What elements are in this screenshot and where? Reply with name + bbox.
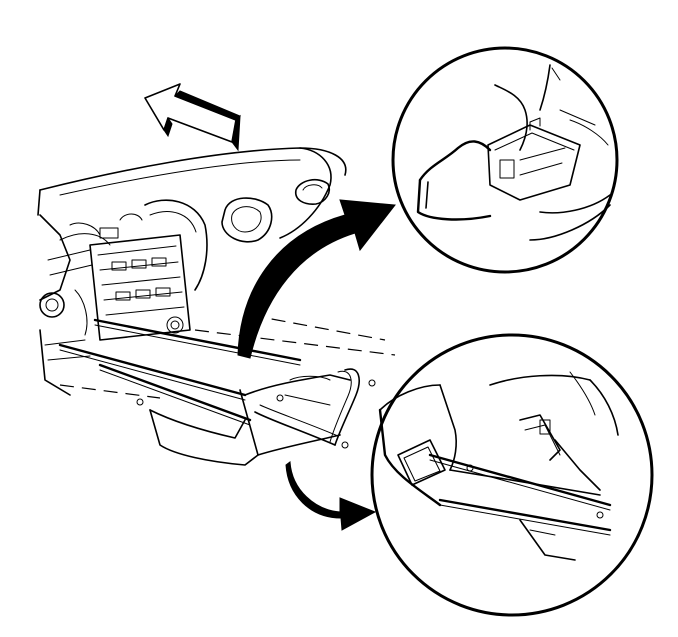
alignment-lines <box>59 314 396 399</box>
upper-detail-callout <box>391 46 619 274</box>
lower-detail-callout <box>370 333 654 617</box>
curved-arrow-icon <box>237 199 396 359</box>
instrument-panel <box>37 147 347 396</box>
curved-arrow-icon <box>285 461 377 531</box>
forward-direction-arrow-icon <box>144 83 241 152</box>
lower-panel-frame <box>58 318 376 466</box>
